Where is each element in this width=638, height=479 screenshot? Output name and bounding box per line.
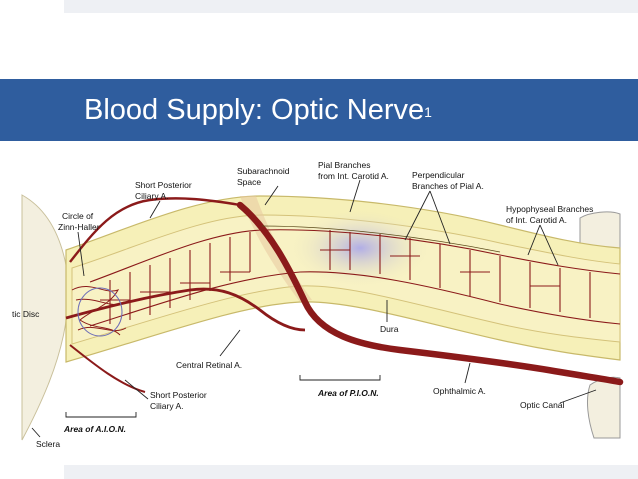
label-dura: Dura xyxy=(380,324,399,334)
label-circle-of-zinn-haller: Circle of Zinn-Haller xyxy=(58,211,100,232)
label-optic-disc: tic Disc xyxy=(12,309,40,319)
slide-title-text: Blood Supply: Optic Nerve xyxy=(84,94,425,126)
label-optic-canal: Optic Canal xyxy=(520,400,565,410)
label-ophthalmic: Ophthalmic A. xyxy=(433,386,486,396)
short-posterior-ciliary-artery-top xyxy=(69,197,241,263)
label-central-retinal: Central Retinal A. xyxy=(176,360,242,370)
label-pial-branches: Pial Branches from Int. Carotid A. xyxy=(318,160,389,181)
top-decorative-strip xyxy=(64,0,638,13)
title-footnote-marker: 1 xyxy=(424,104,432,120)
label-area-pion: Area of P.I.O.N. xyxy=(317,388,379,398)
label-short-posterior-ciliary-bottom: Short Posterior Ciliary A. xyxy=(150,390,209,411)
ophthalmic-artery xyxy=(236,201,624,386)
callout-lines xyxy=(31,179,597,438)
label-hypophyseal-branches: Hypophyseal Branches of Int. Carotid A. xyxy=(506,204,596,225)
label-subarachnoid-space: Subarachnoid Space xyxy=(237,166,292,187)
optic-nerve-blood-supply-diagram: Short Posterior Ciliary A. Subarachnoid … xyxy=(12,160,624,449)
pial-vessel-network xyxy=(89,229,621,327)
label-sclera: Sclera xyxy=(36,439,60,449)
label-short-posterior-ciliary-top: Short Posterior Ciliary A. xyxy=(135,180,194,201)
title-bar xyxy=(0,79,638,141)
slide-title: Blood Supply: Optic Nerve1 xyxy=(84,93,432,127)
bottom-decorative-strip xyxy=(64,465,638,479)
optic-canal-bone xyxy=(586,376,621,439)
label-perpendicular-branches: Perpendicular Branches of Pial A. xyxy=(412,170,484,191)
short-posterior-ciliary-artery-bottom xyxy=(69,344,146,393)
label-area-aion: Area of A.I.O.N. xyxy=(63,424,126,434)
dura-line xyxy=(261,225,501,253)
circle-of-zinn-haller-plexus xyxy=(71,285,127,337)
